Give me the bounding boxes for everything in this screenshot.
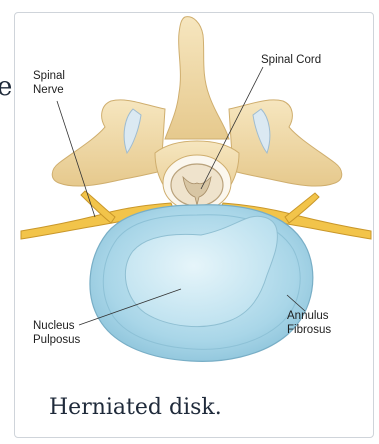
label-spinal-cord: Spinal Cord — [261, 53, 321, 67]
label-nucleus-pulposus: Nucleus Pulposus — [33, 319, 80, 347]
cropped-text-fragment: e — [0, 72, 12, 112]
label-spinal-nerve-line1: Spinal — [33, 69, 65, 83]
label-nucleus-line2: Pulposus — [33, 333, 80, 347]
label-annulus-line1: Annulus — [287, 309, 331, 323]
label-annulus-line2: Fibrosus — [287, 323, 331, 337]
label-annulus-fibrosus: Annulus Fibrosus — [287, 309, 331, 337]
spinous-process — [165, 17, 229, 139]
label-spinal-nerve-line2: Nerve — [33, 83, 65, 97]
figure-card: Spinal Nerve Spinal Cord Nucleus Pulposu… — [14, 12, 374, 438]
label-nucleus-line1: Nucleus — [33, 319, 80, 333]
cropped-letter: e — [0, 72, 12, 102]
left-transverse-process — [52, 100, 165, 186]
right-transverse-process — [229, 100, 342, 186]
figure-caption: Herniated disk. — [49, 395, 222, 420]
label-spinal-nerve: Spinal Nerve — [33, 69, 65, 97]
